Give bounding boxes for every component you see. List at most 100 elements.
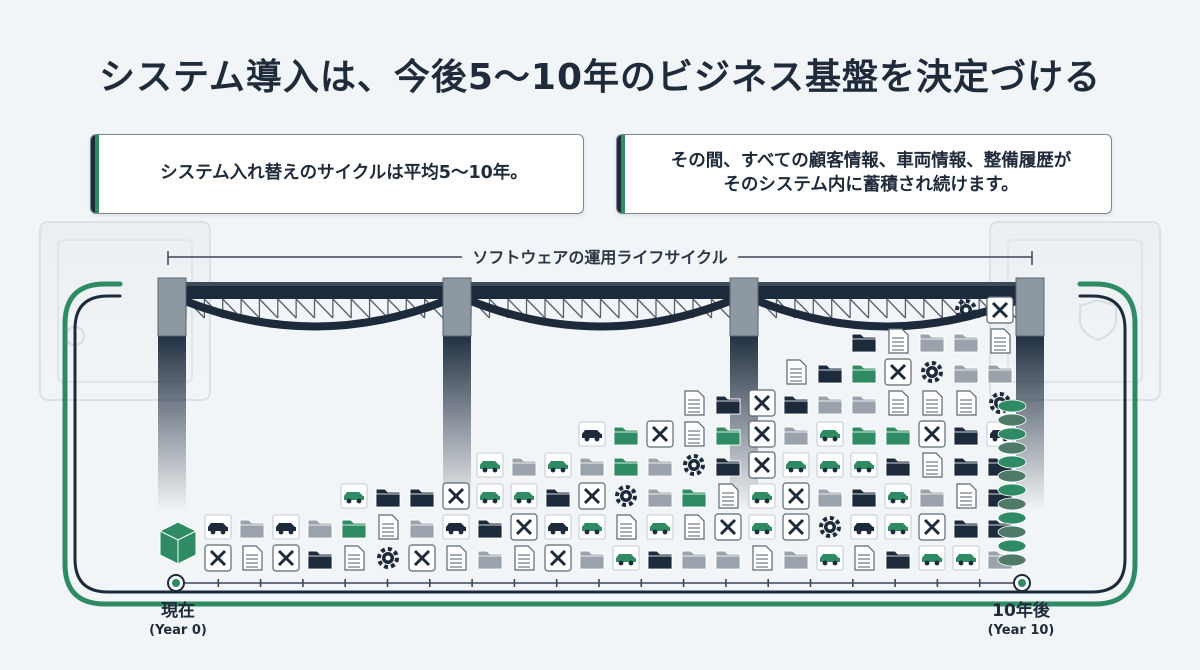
document-icon — [684, 514, 705, 540]
document-icon — [786, 359, 807, 385]
folder-icon — [579, 550, 605, 570]
car-icon — [204, 514, 232, 540]
tools-icon — [204, 544, 232, 572]
folder-icon — [783, 395, 809, 415]
tools-icon — [544, 544, 572, 572]
lifecycle-label: ソフトウェアの運用ライフサイクル — [0, 244, 1200, 268]
folder-icon — [783, 550, 809, 570]
data-accumulation-card: その間、すべての顧客情報、車両情報、整備履歴が そのシステム内に蓄積され続けます… — [616, 134, 1112, 214]
document-icon — [378, 514, 399, 540]
car-icon — [782, 452, 810, 478]
bridge-piers — [158, 330, 1044, 510]
folder-icon — [715, 550, 741, 570]
car-icon — [442, 514, 470, 540]
timeline-start-marker — [167, 574, 185, 592]
car-icon — [952, 545, 980, 571]
timeline-end-marker — [1013, 574, 1031, 592]
folder-icon — [953, 364, 979, 384]
folder-icon — [953, 426, 979, 446]
folder-icon — [715, 426, 741, 446]
folder-icon — [307, 519, 333, 539]
folder-icon — [613, 426, 639, 446]
document-icon — [922, 452, 943, 478]
car-icon — [578, 421, 606, 447]
car-icon — [544, 514, 572, 540]
folder-icon — [477, 550, 503, 570]
timeline-end-label: 10年後 (Year 10) — [966, 596, 1076, 638]
folder-icon — [953, 457, 979, 477]
tools-icon — [714, 513, 742, 541]
folder-icon — [647, 488, 673, 508]
folder-icon — [987, 364, 1013, 384]
folder-icon — [409, 519, 435, 539]
car-icon — [884, 483, 912, 509]
car-icon — [476, 483, 504, 509]
document-icon — [956, 390, 977, 416]
tools-icon — [272, 544, 300, 572]
folder-icon — [579, 457, 605, 477]
tools-icon — [782, 482, 810, 510]
document-icon — [718, 483, 739, 509]
document-icon — [344, 545, 365, 571]
cycle-info-card: システム入れ替えのサイクルは平均5〜10年。 — [90, 134, 584, 214]
folder-icon — [919, 333, 945, 353]
tools-icon — [986, 296, 1014, 324]
database-cube-icon — [159, 521, 197, 565]
document-icon — [752, 545, 773, 571]
car-icon — [816, 452, 844, 478]
tools-icon — [510, 513, 538, 541]
lifecycle-label-text: ソフトウェアの運用ライフサイクル — [462, 248, 738, 267]
folder-icon — [817, 364, 843, 384]
car-icon — [850, 514, 878, 540]
data-accumulation — [159, 296, 1027, 572]
folder-icon — [307, 550, 333, 570]
timeline-end-title: 10年後 — [992, 601, 1050, 621]
folder-icon — [477, 519, 503, 539]
folder-icon — [885, 550, 911, 570]
folder-icon — [715, 457, 741, 477]
folder-icon — [885, 426, 911, 446]
tools-icon — [748, 420, 776, 448]
document-icon — [854, 545, 875, 571]
car-icon — [816, 421, 844, 447]
folder-icon — [919, 488, 945, 508]
timeline-axis — [167, 574, 1031, 592]
tools-icon — [748, 451, 776, 479]
folder-icon — [511, 457, 537, 477]
data-accumulation-line-1: その間、すべての顧客情報、車両情報、整備履歴が — [670, 151, 1072, 172]
car-icon — [476, 452, 504, 478]
document-icon — [888, 328, 909, 354]
document-icon — [242, 545, 263, 571]
data-accumulation-text: その間、すべての顧客情報、車両情報、整備履歴が そのシステム内に蓄積され続けます… — [657, 150, 1072, 197]
folder-icon — [851, 395, 877, 415]
data-accumulation-line-2: そのシステム内に蓄積され続けます。 — [723, 175, 1019, 195]
folder-icon — [647, 457, 673, 477]
data-tower-icon — [997, 399, 1027, 567]
document-icon — [956, 483, 977, 509]
gear-icon — [955, 299, 977, 321]
document-icon — [514, 545, 535, 571]
gear-icon — [377, 547, 399, 569]
car-icon — [340, 483, 368, 509]
folder-icon — [851, 333, 877, 353]
document-icon — [446, 545, 467, 571]
car-icon — [918, 545, 946, 571]
folder-icon — [851, 364, 877, 384]
folder-icon — [885, 457, 911, 477]
bridge-icon — [157, 277, 1045, 337]
document-icon — [990, 328, 1011, 354]
folder-icon — [817, 395, 843, 415]
document-icon — [922, 390, 943, 416]
document-icon — [616, 514, 637, 540]
folder-icon — [817, 488, 843, 508]
folder-icon — [953, 519, 979, 539]
folder-icon — [613, 457, 639, 477]
car-icon — [646, 514, 674, 540]
tools-icon — [748, 389, 776, 417]
folder-icon — [647, 550, 673, 570]
tools-icon — [884, 358, 912, 386]
timeline-start-label: 現在 (Year 0) — [128, 596, 228, 638]
car-icon — [612, 545, 640, 571]
timeline-start-sub: (Year 0) — [149, 623, 207, 638]
